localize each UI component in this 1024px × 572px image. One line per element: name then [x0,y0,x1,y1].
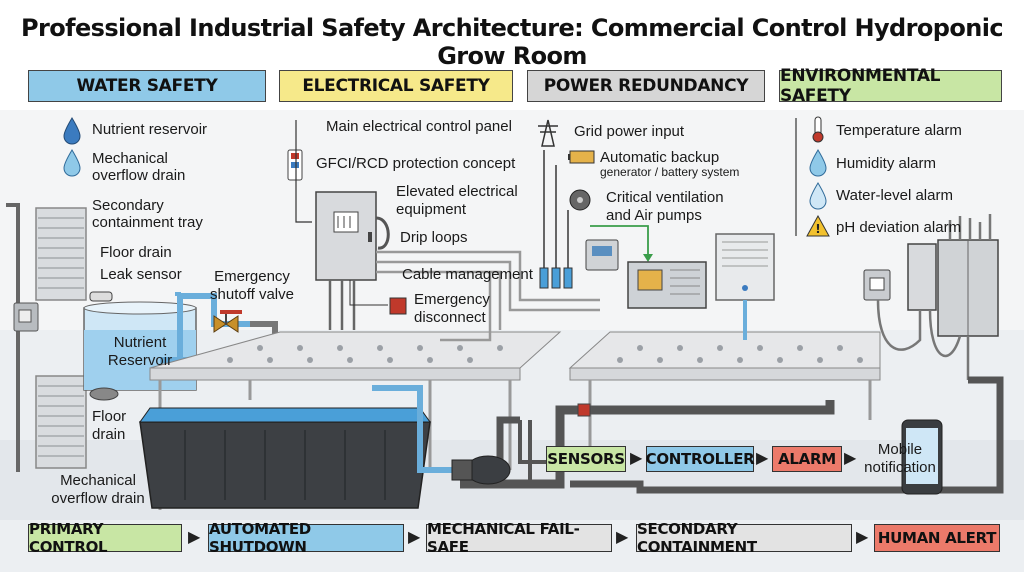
humidity-icon [809,149,827,177]
reservoir-tank-label-1: Nutrient [113,334,167,351]
cable-management-label: Cable management [402,266,533,283]
arrow-right-icon: ▶ [756,450,769,467]
reservoir-tank-label-2: Reservoir [107,352,173,369]
transmission-tower-icon [538,119,558,147]
ventilation-unit [715,233,775,301]
electrical-safety-header: ELECTRICAL SAFETY [279,70,513,102]
grow-table-right [568,331,881,470]
fan-icon [569,189,591,211]
nutrient-reservoir-label: Nutrient reservoir [92,121,208,138]
elevated-equipment-label-1: Elevated electrical [396,183,518,200]
secondary-containment-chip: SECONDARY CONTAINMENT [636,520,852,556]
critical-ventilation-label-1: Critical ventilation [606,189,724,206]
alarm-chip: ALARM [772,446,842,472]
arrow-right-icon: ▶ [844,450,857,467]
environmental-controller [863,239,999,337]
power-redundancy-header: POWER REDUNDANCY [527,70,765,102]
floor-drain-bottom-label-2: drain [92,426,126,443]
automated-shutdown-chip: AUTOMATED SHUTDOWN [208,520,404,556]
environmental-safety-header: ENVIRONMENTAL SAFETY [779,66,1002,106]
controller-chip: CONTROLLER [646,446,755,472]
backup-system-label-2: generator / battery system [600,165,740,179]
water-level-alarm-label: Water-level alarm [836,187,953,204]
backup-system-label-1: Automatic backup [600,149,720,166]
mobile-notification-label-2: notification [864,459,936,476]
overflow-drain-label-2: overflow drain [92,167,186,184]
backup-generator [627,261,707,309]
water-safety-header: WATER SAFETY [28,70,266,102]
arrow-right-icon: ▶ [856,529,869,546]
human-alert-chip: HUMAN ALERT [874,524,1000,552]
svg-text:!: ! [815,222,820,236]
leak-sensor-label: Leak sensor [100,266,182,283]
pump-icon [451,455,511,485]
shutoff-valve-icon [213,310,242,333]
ph-alarm-label: pH deviation alarm [836,219,962,236]
overflow-drain-bottom-label-1: Mechanical [60,472,136,489]
drip-loops-label: Drip loops [400,229,468,246]
electrical-panel [315,191,377,281]
containment-tray-label-2: containment tray [92,214,203,231]
thermometer-icon [812,116,824,143]
droplet-icon [63,117,81,145]
droplet-icon [63,149,81,177]
arrow-right-icon: ▶ [616,529,629,546]
humidity-alarm-label: Humidity alarm [836,155,937,172]
grid-power-label: Grid power input [574,123,685,140]
mechanical-failsafe-chip: MECHANICAL FAIL-SAFE [426,520,612,556]
emergency-disconnect-icon [389,297,407,315]
main-panel-label: Main electrical control panel [326,118,512,135]
containment-tray-label-1: Secondary [92,197,164,214]
emergency-disconnect-label-2: disconnect [414,309,486,326]
mobile-phone-icon [901,419,943,495]
water-level-icon [809,182,827,210]
arrow-right-icon: ▶ [188,529,201,546]
temperature-alarm-label: Temperature alarm [836,122,962,139]
shutoff-valve-label-2: shutoff valve [210,286,294,303]
primary-control-chip: PRIMARY CONTROL [28,520,182,556]
sensors-chip: SENSORS [546,446,626,472]
overflow-drain-bottom-label-2: overflow drain [51,490,145,507]
warning-icon: ! [806,214,830,237]
emergency-disconnect-label-1: Emergency [414,291,490,308]
overflow-drain-label-1: Mechanical [92,150,168,167]
page-title: Professional Industrial Safety Architect… [21,14,1004,70]
wall-vent-top [35,207,87,301]
gfci-label: GFCI/RCD protection concept [316,155,516,172]
critical-ventilation-label-2: and Air pumps [606,207,702,224]
floor-drain-icon [89,387,119,401]
secondary-containment-tank [139,407,431,509]
arrow-right-icon: ▶ [408,529,421,546]
shutoff-valve-label-1: Emergency [214,268,290,285]
mobile-notification-label-1: Mobile [877,441,923,458]
wall-vent-bottom [35,375,87,469]
elevated-equipment-label-2: equipment [396,201,467,218]
floor-drain-label: Floor drain [100,244,172,261]
battery-icon [569,150,595,164]
arrow-right-icon: ▶ [630,450,643,467]
floor-drain-bottom-label-1: Floor [92,408,127,425]
